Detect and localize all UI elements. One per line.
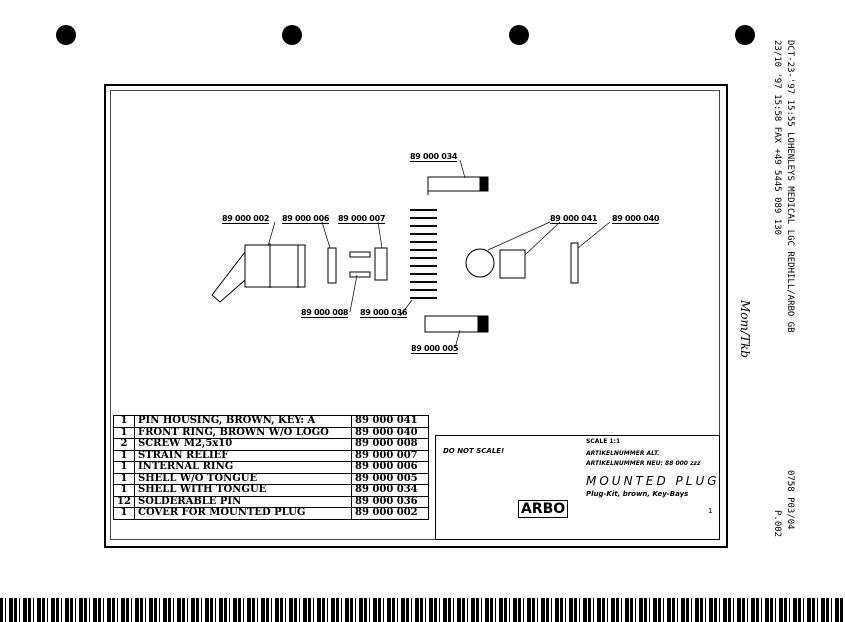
parts-cell-desc: SOLDERABLE PIN (134, 495, 352, 508)
title-block (435, 435, 720, 540)
callout-label: 89 000 034 (410, 152, 458, 162)
punch-hole (509, 25, 529, 45)
parts-cell-desc: STRAIN RELIEF (134, 449, 352, 462)
article-alt: ARTIKELNUMMER ALT. (586, 450, 660, 457)
strain-relief-part (374, 247, 388, 281)
parts-cell-part: 89 000 040 (351, 426, 429, 439)
parts-cell-part: 89 000 006 (351, 461, 429, 474)
callout-label: 89 000 008 (301, 308, 349, 318)
parts-cell-qty: 2 (113, 438, 135, 451)
parts-cell-part: 89 000 034 (351, 484, 429, 497)
parts-cell-part: 89 000 005 (351, 472, 429, 485)
pin-housing-part (465, 248, 526, 279)
fax-header-line2: 23/10 '97 15:58 FAX +49 5445 089 130 (772, 40, 782, 236)
punch-hole (735, 25, 755, 45)
cover-part (211, 243, 306, 303)
parts-cell-part: 89 000 002 (351, 507, 429, 520)
callout-label: 89 000 006 (282, 214, 330, 224)
callout-label: 89 000 007 (338, 214, 386, 224)
punch-hole (56, 25, 76, 45)
parts-cell-desc: PIN HOUSING, BROWN, KEY: A (134, 415, 352, 428)
drawing-subtitle: Plug-Kit, brown, Key-Bays (586, 490, 689, 498)
shell-without-tongue-part (424, 315, 489, 333)
callout-label: 89 000 040 (612, 214, 660, 224)
parts-cell-qty: 12 (113, 495, 135, 508)
scan-barcode-strip (0, 598, 845, 622)
drawing-frame (104, 84, 728, 548)
callout-label: 89 000 002 (222, 214, 270, 224)
punch-hole (282, 25, 302, 45)
pins-part (410, 209, 437, 299)
article-new: ARTIKELNUMMER NEU: 88 000 zzz (586, 460, 701, 467)
parts-cell-qty: 1 (113, 415, 135, 428)
parts-cell-qty: 1 (113, 461, 135, 474)
shell-with-tongue-part (427, 176, 489, 195)
fax-page-number-bottom: P.002 (772, 510, 782, 538)
sheet-number: 1 (708, 507, 713, 515)
drawing-title: MOUNTED PLUG (586, 474, 720, 488)
arbo-logo: ARBO (518, 500, 569, 518)
callout-label: 89 000 005 (411, 344, 459, 354)
parts-cell-qty: 1 (113, 484, 135, 497)
parts-cell-qty: 1 (113, 472, 135, 485)
drawing-inner-frame (110, 90, 720, 540)
parts-cell-qty: 1 (113, 426, 135, 439)
do-not-scale-note: DO NOT SCALE! (443, 447, 505, 455)
callout-label: 89 000 041 (550, 214, 598, 224)
parts-cell-part: 89 000 041 (351, 415, 429, 428)
front-ring-part (570, 242, 579, 284)
internal-ring-part (327, 247, 337, 284)
parts-cell-desc: INTERNAL RING (134, 461, 352, 474)
callout-label: 89 000 036 (360, 308, 408, 318)
scale-label: SCALE 1:1 (586, 438, 621, 445)
parts-cell-qty: 1 (113, 449, 135, 462)
parts-cell-desc: SHELL W/O TONGUE (134, 472, 352, 485)
screws-part (349, 251, 371, 278)
fax-header-line1: DCT-23-'97 15:55 LOHENLEYS MEDICAL LGC R… (785, 40, 795, 333)
parts-cell-part: 89 000 036 (351, 495, 429, 508)
parts-cell-part: 89 000 007 (351, 449, 429, 462)
handwritten-note: Mom/Tkb (738, 300, 752, 358)
parts-cell-desc: COVER FOR MOUNTED PLUG (134, 507, 352, 520)
parts-cell-part: 89 000 008 (351, 438, 429, 451)
parts-cell-qty: 1 (113, 507, 135, 520)
fax-page-number: 0758 P03/04 (785, 470, 795, 530)
parts-cell-desc: SHELL WITH TONGUE (134, 484, 352, 497)
parts-cell-desc: SCREW M2,5x10 (134, 438, 352, 451)
parts-cell-desc: FRONT RING, BROWN W/O LOGO (134, 426, 352, 439)
